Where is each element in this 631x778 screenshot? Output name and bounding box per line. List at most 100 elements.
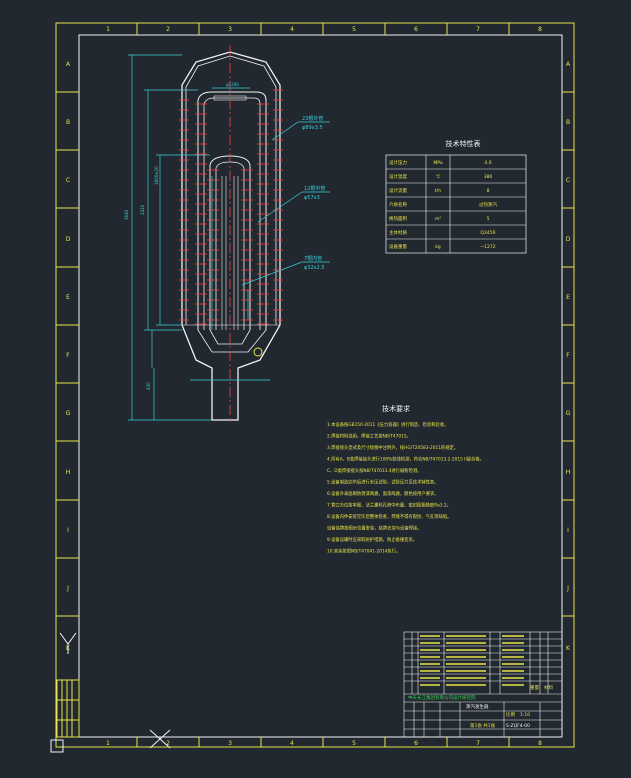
zone-labels: 1 2 3 4 5 6 7 8 1 2 3 4 5 6 7 8 A B C D … bbox=[66, 26, 571, 747]
param-unit: MPa bbox=[433, 160, 442, 166]
tech-req-item: 5.设备制造完毕后进行水压试验，试验压力见技术特性表。 bbox=[327, 479, 439, 486]
param-unit: kg bbox=[435, 244, 441, 250]
col-label-bottom: 4 bbox=[290, 740, 294, 747]
tech-req-item: 7.管口方位按本图，法兰螺栓孔跨中布置，密封面粗糙度Ra3.2。 bbox=[327, 502, 451, 509]
col-label-top: 5 bbox=[352, 26, 356, 33]
svg-text:2410: 2410 bbox=[140, 204, 145, 215]
vessel-drawing bbox=[179, 45, 283, 421]
row-label-left: D bbox=[66, 236, 71, 243]
tube-studs bbox=[179, 89, 283, 325]
weight-label: 重量 bbox=[530, 684, 539, 691]
row-label-right: K bbox=[566, 645, 571, 652]
col-label-top: 4 bbox=[290, 26, 294, 33]
param-name: 主体材质 bbox=[389, 229, 407, 236]
row-label-right: E bbox=[566, 294, 570, 301]
material-label: 材料 bbox=[544, 684, 553, 691]
col-label-top: 2 bbox=[166, 26, 170, 33]
col-label-bottom: 1 bbox=[106, 740, 110, 747]
col-label-bottom: 7 bbox=[476, 740, 480, 747]
row-label-right: J bbox=[566, 585, 569, 592]
tech-req-item: C、D类焊接接头按NB/T47013.4进行磁粉检测。 bbox=[327, 467, 421, 474]
row-label-left: G bbox=[66, 410, 71, 417]
row-label-left: J bbox=[66, 585, 69, 592]
drawing-frame bbox=[55, 22, 575, 748]
param-value: 380 bbox=[484, 174, 493, 180]
callout-outer-tubes: 23根外管 bbox=[302, 115, 323, 122]
scale-label: 比例 bbox=[506, 711, 515, 718]
param-value: ~1272 bbox=[480, 244, 495, 250]
row-label-left: A bbox=[66, 61, 71, 68]
cross-mark-icon bbox=[149, 729, 171, 749]
col-label-top: 7 bbox=[476, 26, 480, 33]
drawing-number: S-ZQF4-00 bbox=[506, 723, 530, 729]
tech-req-item: 8.设备内件安装完毕后整体检查，焊缝不得有裂纹、气孔等缺陷。 bbox=[327, 513, 451, 520]
title-block-rows bbox=[420, 635, 524, 686]
tech-req-item: 4.所有A、B类焊接接头进行100%射线检测，符合NB/T47013.2-201… bbox=[327, 456, 484, 463]
tech-req-item: 9.设备运输时应采取防护措施，防止碰撞变形。 bbox=[327, 536, 417, 543]
company-name: 中天长江集团有限公司设计研究院 bbox=[408, 694, 476, 701]
middle-tube bbox=[197, 91, 267, 330]
binding-strip bbox=[50, 632, 80, 753]
params-table-frame bbox=[385, 154, 527, 254]
param-value: 4.0 bbox=[484, 160, 491, 166]
params-table-title: 技术特性表 bbox=[446, 139, 481, 148]
drawing-name: 蒸汽发生器 bbox=[466, 703, 489, 710]
sheet-label: 第1张 共1张 bbox=[470, 722, 496, 729]
tech-req-title: 技术要求 bbox=[382, 404, 410, 413]
col-label-bottom: 3 bbox=[228, 740, 232, 747]
row-label-left: K bbox=[66, 645, 71, 652]
callout-leaders bbox=[241, 121, 330, 286]
svg-text:φ1200: φ1200 bbox=[226, 82, 239, 87]
col-label-top: 1 bbox=[106, 26, 110, 33]
param-value: 8 bbox=[487, 188, 490, 194]
col-label-top: 6 bbox=[414, 26, 418, 33]
row-label-right: D bbox=[566, 236, 571, 243]
param-name: 设备重量 bbox=[389, 243, 407, 250]
title-block bbox=[403, 631, 563, 738]
callout-middle-tubes: 12根中管 bbox=[304, 185, 325, 192]
col-label-top: 3 bbox=[228, 26, 232, 33]
param-name: 设计压力 bbox=[389, 159, 407, 166]
svg-text:1800±20: 1800±20 bbox=[154, 166, 159, 185]
tech-req-item: 2.焊接材料选用，焊接工艺按NB/T47015。 bbox=[327, 433, 411, 440]
scale-value: 1:10 bbox=[520, 712, 530, 718]
row-label-left: E bbox=[66, 294, 70, 301]
dimension-text: 3640 2410 1800±20 430 φ1200 bbox=[124, 82, 239, 390]
row-label-left: H bbox=[66, 469, 71, 476]
outer-shell bbox=[181, 51, 281, 421]
param-unit: m² bbox=[435, 217, 441, 222]
row-label-left: C bbox=[66, 177, 70, 184]
row-label-right: G bbox=[566, 410, 571, 417]
param-unit: t/h bbox=[435, 188, 441, 194]
row-label-left: I bbox=[67, 527, 69, 534]
row-label-left: F bbox=[66, 352, 70, 359]
nozzle-symbol bbox=[253, 347, 263, 357]
row-label-right: B bbox=[566, 119, 570, 126]
callout-outer-tubes-spec: φ89x3.5 bbox=[302, 125, 323, 131]
param-value: Q345R bbox=[480, 230, 495, 236]
tech-req-item: 3.焊接接头型式及尺寸除图中注明外，按HG/T20583-2011的规定。 bbox=[327, 444, 458, 451]
tech-req-item: 6.设备外表面刷防锈漆两遍，面漆两遍，颜色按用户要求。 bbox=[327, 490, 439, 497]
param-name: 设计温度 bbox=[389, 173, 407, 180]
param-value: 5 bbox=[487, 216, 490, 222]
row-label-right: H bbox=[566, 469, 571, 476]
tech-req-item: 10.其余按照NB/T47041-2014执行。 bbox=[327, 548, 400, 555]
svg-text:3640: 3640 bbox=[124, 209, 129, 220]
row-label-right: C bbox=[566, 177, 570, 184]
row-label-left: B bbox=[66, 119, 70, 126]
callout-inner-tubes: 7根内管 bbox=[304, 255, 322, 262]
param-name: 换热面积 bbox=[389, 215, 407, 222]
param-value: 过热蒸汽 bbox=[479, 201, 497, 208]
col-label-top: 8 bbox=[538, 26, 542, 33]
col-label-bottom: 5 bbox=[352, 740, 356, 747]
tech-req-list: 1.本设备按GB150-2011《压力容器》进行制造、检验和验收。 2.焊接材料选… bbox=[327, 421, 484, 555]
tech-req-item: 1.本设备按GB150-2011《压力容器》进行制造、检验和验收。 bbox=[327, 421, 448, 428]
row-label-right: I bbox=[567, 527, 569, 534]
col-label-bottom: 2 bbox=[166, 740, 170, 747]
col-label-bottom: 6 bbox=[414, 740, 418, 747]
row-label-right: A bbox=[566, 61, 571, 68]
callout-middle-tubes-spec: φ57x3 bbox=[304, 195, 320, 201]
tech-req-item: 设备铭牌按图示位置安装，铭牌支架与设备焊接。 bbox=[327, 525, 422, 532]
param-unit: ℃ bbox=[435, 174, 440, 180]
